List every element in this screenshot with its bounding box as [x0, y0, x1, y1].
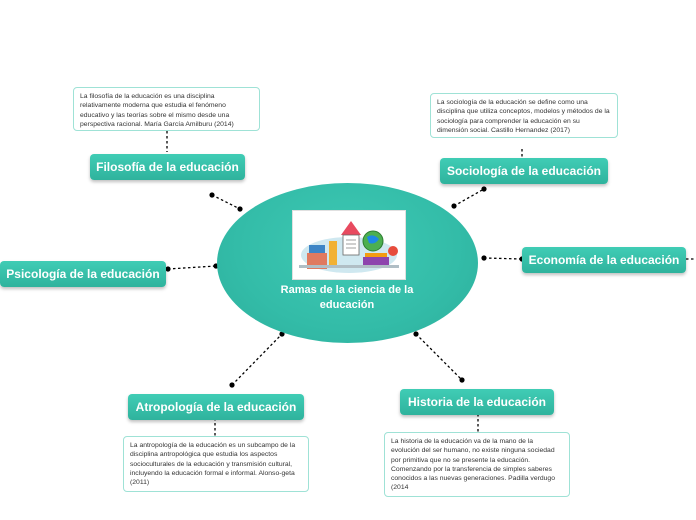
connector-dot	[237, 206, 243, 212]
connector-dot	[481, 186, 487, 192]
topic-historia[interactable]: Historia de la educación	[400, 389, 554, 415]
connector-dot	[451, 203, 457, 209]
topic-psicologia[interactable]: Psicología de la educación	[0, 261, 166, 287]
connector-dot	[481, 255, 487, 261]
connector-dot	[229, 382, 235, 388]
note-historia: La historia de la educación va de la man…	[384, 432, 570, 497]
topic-sociologia[interactable]: Sociología de la educación	[440, 158, 608, 184]
note-antropologia: La antropología de la educación es un su…	[123, 436, 309, 492]
connector-dot	[165, 266, 171, 272]
topic-antropologia[interactable]: Atropología de la educación	[128, 394, 304, 420]
note-filosofia: La filosofía de la educación es una disc…	[73, 87, 260, 131]
connector-dot	[413, 331, 419, 337]
note-sociologia: La sociología de la educación se define …	[430, 93, 618, 138]
education-illustration-icon	[292, 210, 406, 280]
connector-dot	[209, 192, 215, 198]
topic-economia[interactable]: Economía de la educación	[522, 247, 686, 273]
central-title: Ramas de la ciencia de la educación	[280, 284, 414, 311]
connector-dot	[459, 377, 465, 383]
topic-filosofia[interactable]: Filosofía de la educación	[90, 154, 245, 180]
